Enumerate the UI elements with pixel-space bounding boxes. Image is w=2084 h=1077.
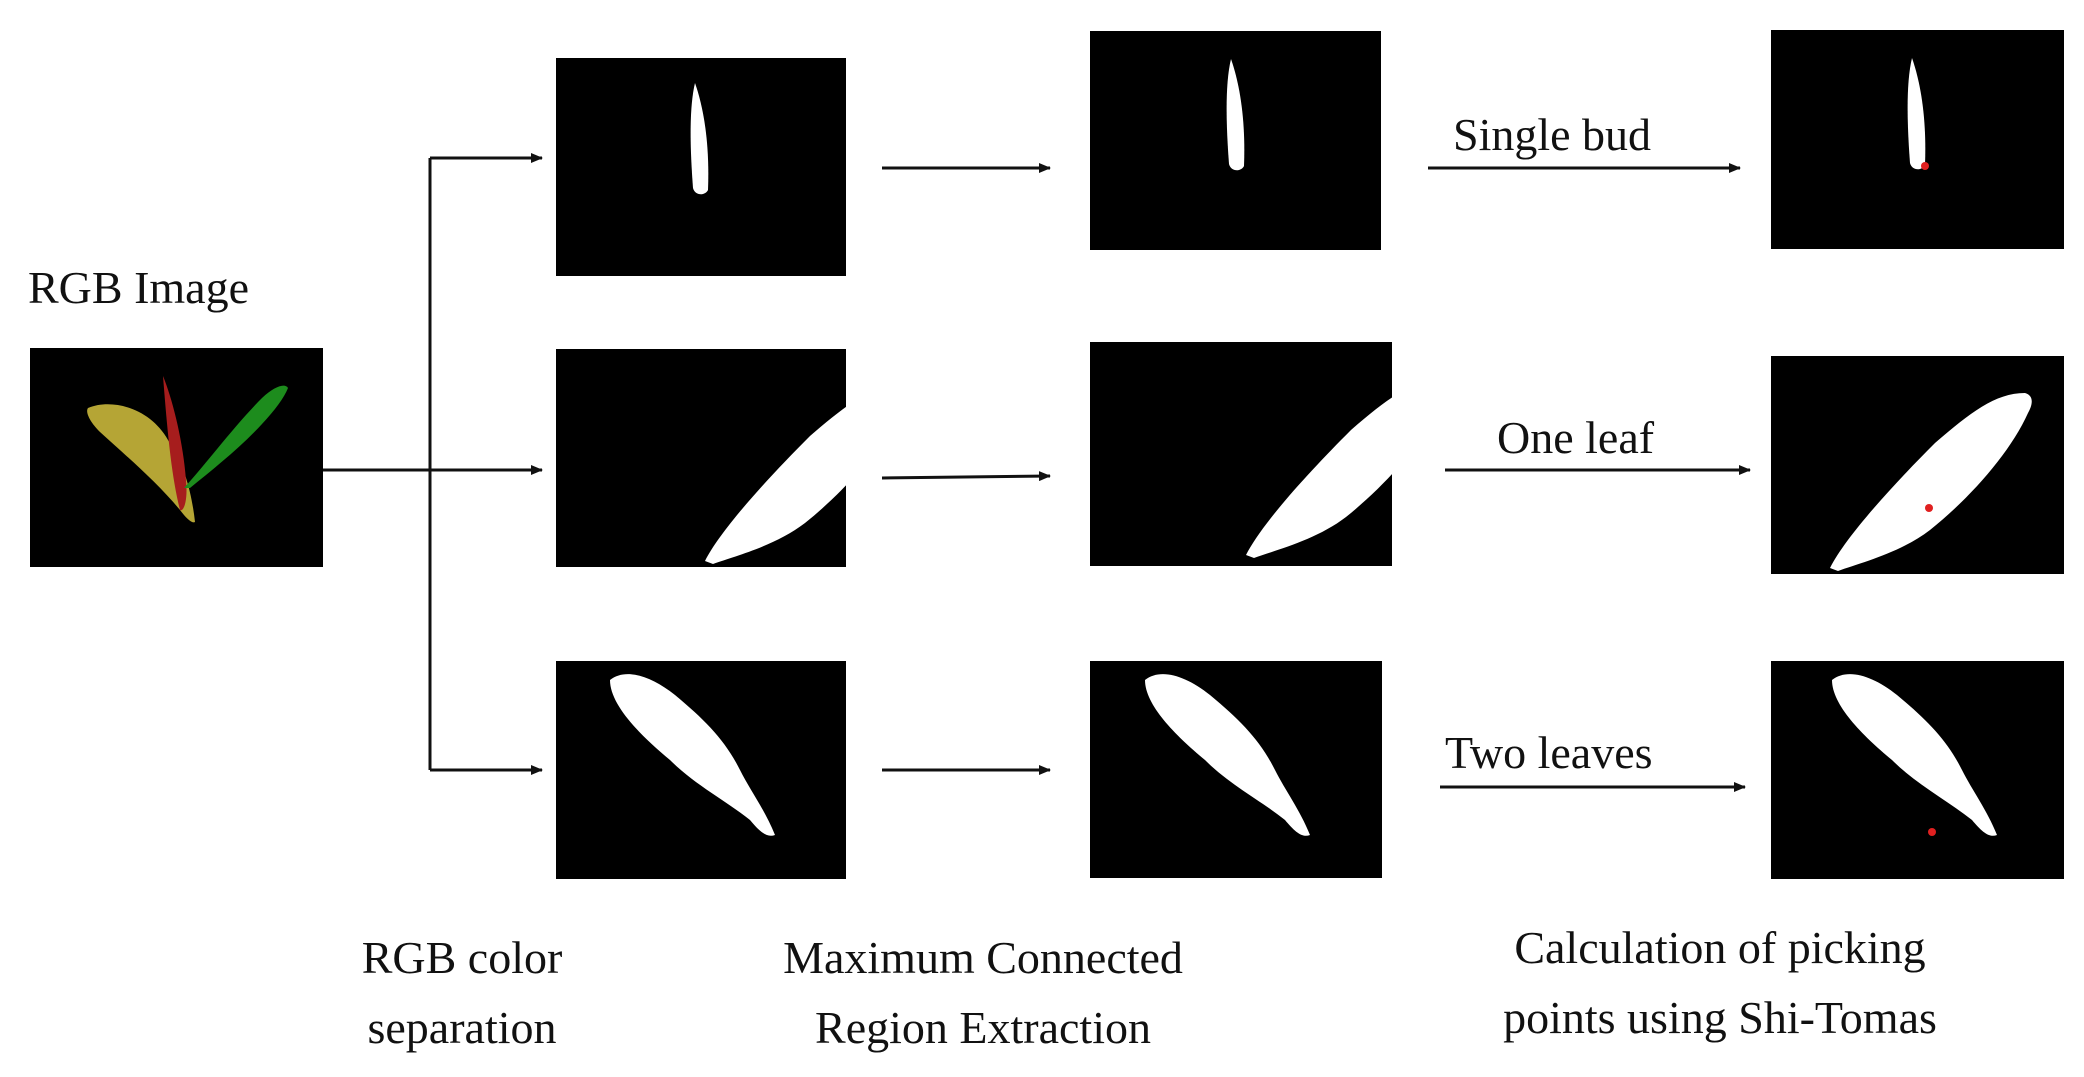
picking-point-row3 [1928, 828, 1936, 836]
extraction-arrow-row2 [881, 471, 1051, 482]
green-leaf-shape [184, 385, 288, 488]
input-title: RGB Image [28, 262, 250, 313]
rgb-image-content [87, 376, 288, 523]
picking-arrows [1428, 163, 1751, 792]
extraction-caption-line2: Region Extraction [815, 1002, 1151, 1053]
picking-caption-line1: Calculation of picking [1514, 922, 1926, 973]
two-leaves-label: Two leaves [1445, 727, 1653, 778]
extraction-caption-line1: Maximum Connected [783, 932, 1183, 983]
picking-caption-line2: points using Shi-Tomas [1503, 992, 1937, 1043]
red-bud-shape [163, 376, 187, 511]
separation-caption-line1: RGB color [361, 932, 563, 983]
picking-point-row2 [1925, 504, 1933, 512]
extraction-arrows [881, 163, 1051, 775]
single-bud-label: Single bud [1453, 109, 1652, 160]
separation-caption-line2: separation [367, 1002, 557, 1053]
one-leaf-label: One leaf [1497, 412, 1655, 463]
picking-point-row1 [1921, 162, 1929, 170]
branch-connector [323, 153, 543, 775]
yellow-leaf-shape [87, 404, 195, 523]
